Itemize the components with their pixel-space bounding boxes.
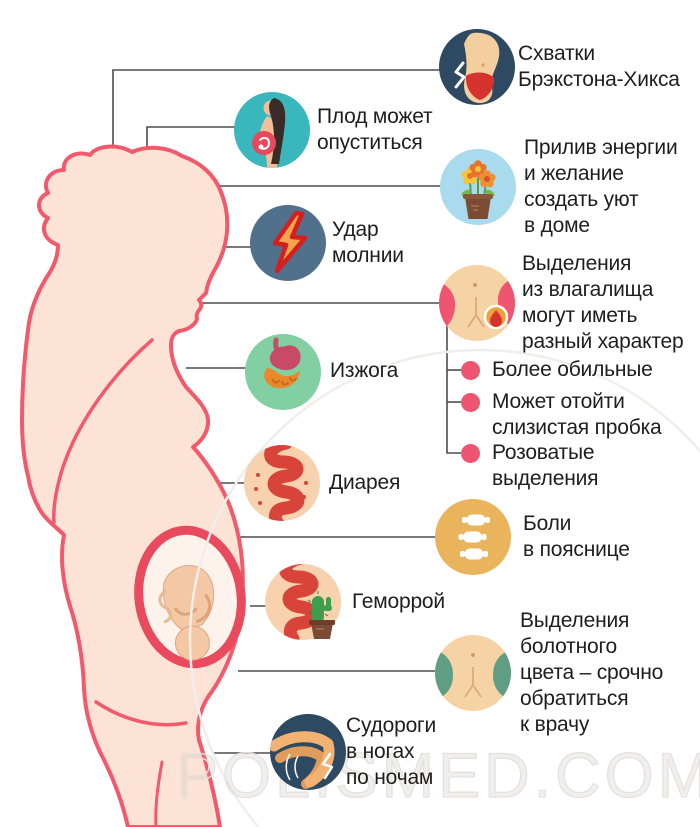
fetus-drop-circle [234,92,310,168]
hemorrhoids-label: Геморрой [352,590,445,613]
energy-nesting-circle [440,149,516,225]
back-pain-label: Боли в пояснице [523,512,630,561]
leg-cramps-label: Судороги в ногах по ночам [346,714,437,789]
fetus-figure [158,565,215,661]
intestine-icon [254,445,308,521]
woman-silhouette [20,144,246,827]
swamp-discharge-circle [435,635,511,711]
braxton-hicks-circle [439,29,515,105]
lightning-bolt-icon [272,210,308,274]
intestine-cactus-icon [279,564,335,640]
pelvis-green-icon [435,649,511,701]
lightning-label: Удар молнии [332,218,404,267]
pregnant-woman-icon [252,98,286,168]
heartburn-circle [245,334,321,410]
back-pain-circle [435,499,511,575]
legs-cramps-icon [270,731,335,789]
discharge-bullet-label: Может отойти слизистая пробка [492,390,662,439]
pelvis-discharge-icon [439,277,515,333]
leg-cramps-circle [270,714,346,790]
discharge-bullet-label: Розоватые выделения [492,441,599,490]
diarrhea-label: Диарея [329,471,401,494]
watermark-text: POLISMED.COM [175,740,700,811]
cactus [307,591,335,639]
lightning-circle [250,205,326,281]
fetus-drop-label: Плод может опуститься [317,105,433,154]
flower-pot-icon [461,160,496,219]
energy-nesting-label: Прилив энергии и желание создать уют в д… [524,136,678,237]
discharge-circle [439,265,515,341]
hemorrhoids-circle [265,564,341,640]
contractions-belly-icon [454,32,500,104]
discharge-bullet-dot [461,393,480,412]
discharge-bullet-label: Более обильные [492,358,653,381]
diarrhea-circle [244,445,320,521]
stomach-icon [264,337,301,389]
womb-cutaway [134,525,246,669]
braxton-hicks-label: Схватки Брэкстона-Хикса [518,42,680,91]
heartburn-label: Изжога [330,359,399,382]
connector-lines [112,69,461,754]
discharge-bullet-dot [461,444,480,463]
discharge-bullet-dot [461,361,480,380]
swamp-discharge-label: Выделения болотного цвета – срочно обрат… [520,609,664,736]
spine-icon [458,514,490,560]
watermark-arc [188,348,700,827]
discharge-label: Выделения из влагалища могут иметь разны… [522,252,684,353]
